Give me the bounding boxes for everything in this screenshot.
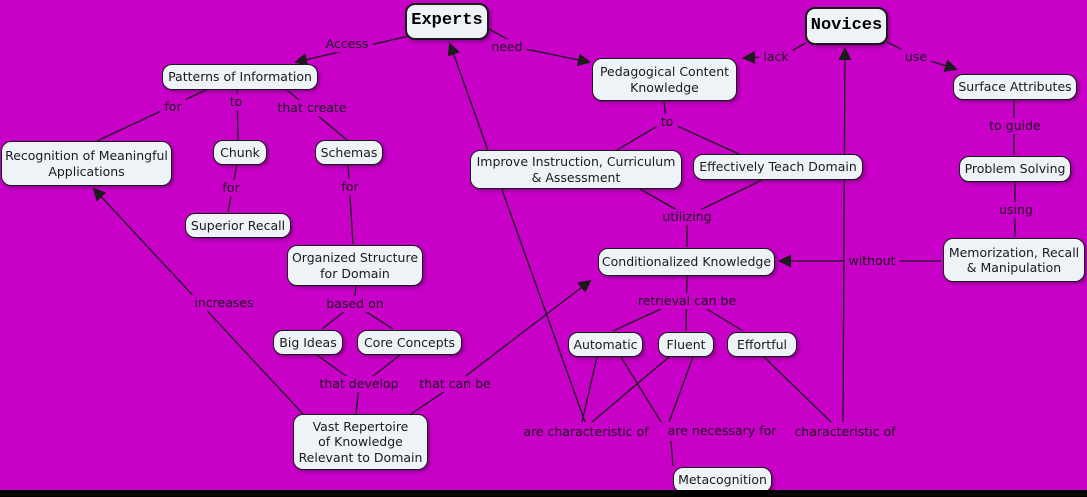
edge-label-based-on[interactable]: based on [322,296,388,312]
edge-label-use[interactable]: use [900,49,932,65]
edge-label-utilizing[interactable]: utilizing [658,209,716,225]
connector-automatic-fluent-necessary [620,356,694,423]
connector-are-characteristic-of-experts [447,42,586,423]
edge-label-access[interactable]: Access [321,36,373,52]
node-fluent[interactable]: Fluent [658,332,714,357]
node-conditionalized-knowledge[interactable]: Conditionalized Knowledge [598,248,775,276]
bottom-black-bar [0,490,1087,497]
node-recognition-of-meaningful-applications[interactable]: Recognition of Meaningful Applications [1,141,172,186]
edge-label-for-recognition[interactable]: for [160,99,186,115]
edge-label-are-characteristic-of[interactable]: are characteristic of [519,424,653,440]
edge-label-retrieval-can-be[interactable]: retrieval can be [633,293,741,309]
edge-label-are-necessary-for[interactable]: are necessary for [663,423,781,439]
edge-label-that-develop[interactable]: that develop [315,376,403,392]
connector-automatic-fluent-characteristic [581,356,670,423]
edge-label-using[interactable]: using [995,202,1037,218]
node-patterns-of-information[interactable]: Patterns of Information [162,64,318,90]
connector-effortful-characteristic [763,356,832,423]
node-organized-structure-for-domain[interactable]: Organized Structure for Domain [287,245,423,286]
node-surface-attributes[interactable]: Surface Attributes [953,74,1077,100]
edge-label-without[interactable]: without [844,253,900,269]
edge-label-for-organized-structure[interactable]: for [337,179,363,195]
connector-for-recognition [96,89,207,142]
node-big-ideas[interactable]: Big Ideas [273,330,343,355]
connector-for-organized-structure [347,163,354,245]
node-schemas[interactable]: Schemas [315,140,383,165]
node-novices[interactable]: Novices [805,7,888,45]
edge-label-to-chunk[interactable]: to [225,94,247,110]
edge-label-lack[interactable]: lack [759,49,793,65]
node-memorization-recall-manipulation[interactable]: Memorization, Recall & Manipulation [943,238,1085,282]
edge-label-to-guide[interactable]: to guide [985,118,1045,134]
edge-label-need[interactable]: need [487,39,527,55]
connector-necessary-metacognition [670,440,674,467]
edge-label-to-improve-teach[interactable]: to [656,114,678,130]
node-vast-repertoire-of-knowledge[interactable]: Vast Repertoire of Knowledge Relevant to… [293,414,428,470]
node-effectively-teach-domain[interactable]: Effectively Teach Domain [693,154,863,180]
node-core-concepts[interactable]: Core Concepts [357,330,462,355]
edge-label-increases[interactable]: increases [190,295,258,311]
node-automatic[interactable]: Automatic [568,332,643,357]
node-experts[interactable]: Experts [405,3,489,40]
node-problem-solving[interactable]: Problem Solving [959,156,1071,182]
node-pedagogical-content-knowledge[interactable]: Pedagogical Content Knowledge [592,58,737,101]
node-chunk[interactable]: Chunk [213,140,267,165]
node-superior-recall[interactable]: Superior Recall [185,213,291,238]
edge-label-characteristic-of[interactable]: characteristic of [790,424,900,440]
connector-to-improve-teach [616,100,740,155]
edge-label-for-superior-recall[interactable]: for [218,180,244,196]
node-effortful[interactable]: Effortful [727,332,797,357]
connector-characteristic-of-novices [838,47,852,423]
edge-label-that-can-be[interactable]: that can be [415,376,495,392]
edge-label-that-create[interactable]: that create [273,100,351,116]
node-improve-instruction-curriculum-assessment[interactable]: Improve Instruction, Curriculum & Assess… [470,150,682,189]
